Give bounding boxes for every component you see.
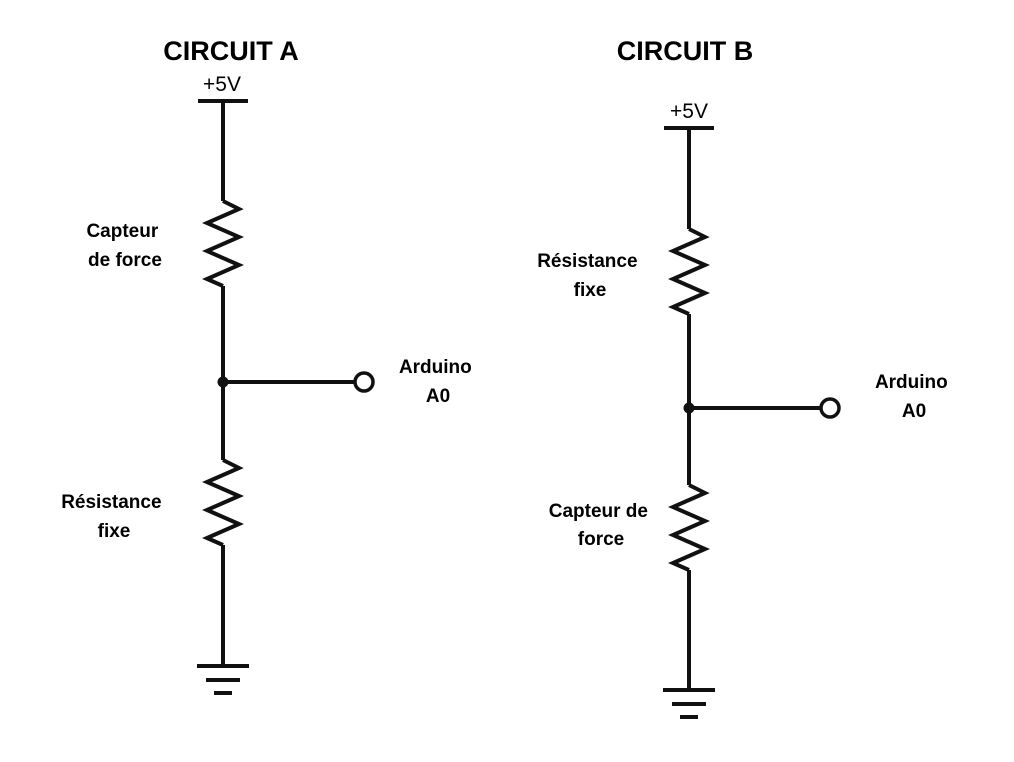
circuit-a-top-label: Capteur de force	[86, 221, 163, 271]
circuit-a-bottom-resistor	[202, 458, 244, 547]
circuit-a-supply-label: +5V	[203, 73, 241, 96]
circuit-b-top-resistor	[668, 227, 710, 316]
ground-symbol-icon	[197, 664, 249, 695]
circuit-b-top-label: Résistance fixe	[537, 251, 643, 301]
circuit-b-output-terminal	[819, 397, 841, 419]
circuit-a: CIRCUIT A +5V Capteur de force	[61, 36, 477, 695]
circuit-b: CIRCUIT B +5V Résistance fixe	[537, 36, 953, 719]
circuit-a-title: CIRCUIT A	[163, 36, 299, 66]
circuit-a-output-terminal	[353, 371, 375, 393]
circuit-b-bottom-resistor	[668, 483, 710, 572]
circuit-a-bottom-label: Résistance fixe	[61, 492, 167, 542]
ground-symbol-icon	[663, 688, 715, 719]
circuit-a-output-label: Arduino A0	[399, 357, 477, 407]
circuit-b-bottom-label: Capteur de force	[549, 501, 654, 550]
circuit-b-output-label: Arduino A0	[875, 372, 953, 422]
circuit-b-supply-label: +5V	[670, 100, 708, 123]
circuit-b-title: CIRCUIT B	[617, 36, 754, 66]
circuit-a-top-resistor	[202, 199, 244, 288]
